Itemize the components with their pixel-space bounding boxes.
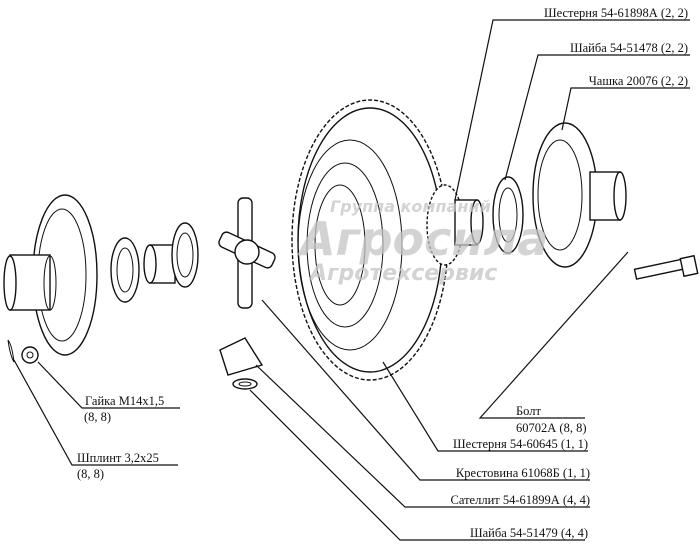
watermark-line2: Агросила (297, 212, 548, 266)
label-bolt-name: Болт (516, 404, 542, 418)
label-washer-bottom: Шайба 54-51479 (4, 4) (470, 526, 588, 540)
label-ring-gear: Шестерня 54-60645 (1, 1) (453, 437, 588, 451)
leader-lines (13, 19, 690, 541)
label-pin-qty: (8, 8) (77, 467, 104, 481)
right-cup-part (532, 122, 627, 268)
label-washer-top: Шайба 54-51478 (2, 2) (570, 41, 688, 55)
label-bolt-code: 60702А (8, 8) (516, 421, 586, 435)
nut-part (21, 346, 39, 364)
washer-bottom-part (232, 378, 258, 390)
cross-part (218, 197, 276, 309)
label-nut-name: Гайка М14х1,5 (85, 394, 164, 408)
left-cup-part (3, 194, 98, 356)
watermark-line3: Агротехсервис (308, 261, 497, 286)
side-gear-left-part (143, 222, 199, 288)
cotter-pin-part (7, 339, 15, 363)
gasket-left-part (110, 237, 140, 303)
satellite-gear-part (219, 337, 264, 376)
washer-top-part (492, 176, 524, 254)
label-cross: Крестовина 61068Б (1, 1) (456, 466, 590, 480)
pinion-gear-part (426, 184, 484, 266)
label-nut-qty: (8, 8) (84, 410, 111, 424)
watermark: Группа компаний Агросила Агротехсервис (297, 197, 548, 286)
ring-gear-part (291, 99, 449, 381)
watermark-line1: Группа компаний (330, 197, 491, 216)
label-cup: Чашка 20076 (2, 2) (589, 74, 688, 88)
label-pin-name: Шплинт 3,2х25 (77, 451, 159, 465)
label-pinion-gear: Шестерня 54-61898А (2, 2) (544, 6, 688, 20)
label-satellite: Сателлит 54-61899А (4, 4) (451, 493, 590, 507)
bolt-part (633, 254, 699, 280)
